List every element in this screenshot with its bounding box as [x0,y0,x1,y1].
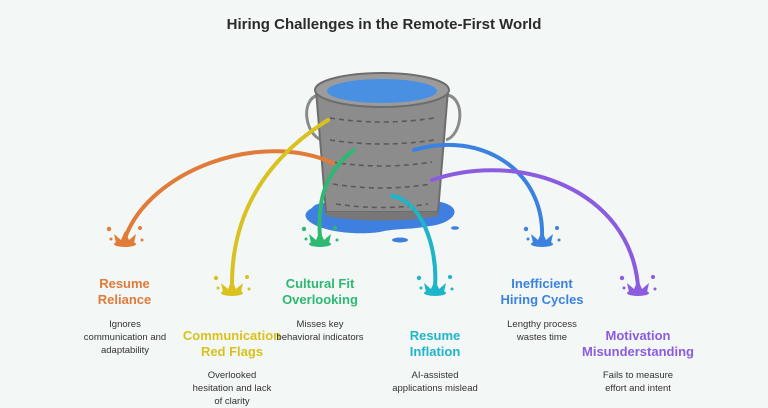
splash-icon [301,226,339,247]
challenge-label: Inefficient Hiring Cycles [500,276,584,307]
challenge-description: AI-assisted applications mislead [392,370,478,394]
leak-stream [317,148,356,240]
leaking-bucket [314,72,450,221]
challenge-description: Ignores communication and adaptability [83,319,167,356]
challenge-label: Communication Red Flags [182,328,282,359]
challenge-description: Misses key behavioral indicators [276,319,364,343]
challenge-label: Cultural Fit Overlooking [282,276,358,307]
challenge-description: Fails to measure effort and intent [602,370,674,394]
challenge-label: Resume Reliance [97,276,152,307]
leak-stream [230,118,330,286]
challenge-description: Overlooked hesitation and lack of clarit… [192,370,272,407]
splash-icon [523,226,561,247]
leak-stream [430,168,640,288]
challenge-label: Motivation Misunderstanding [582,328,694,359]
leak-stream [123,149,335,240]
challenge-label: Resume Inflation [409,328,461,359]
challenge-description: Lengthy process wastes time [507,319,577,343]
diagram-title: Hiring Challenges in the Remote-First Wo… [226,16,542,33]
bucket-handle [305,93,462,142]
splash-icon [213,275,251,296]
splash-icon [416,275,454,296]
leak-stream [390,194,438,289]
leak-stream [412,142,545,240]
splash-icon [106,226,144,247]
splash-icon [619,275,657,296]
